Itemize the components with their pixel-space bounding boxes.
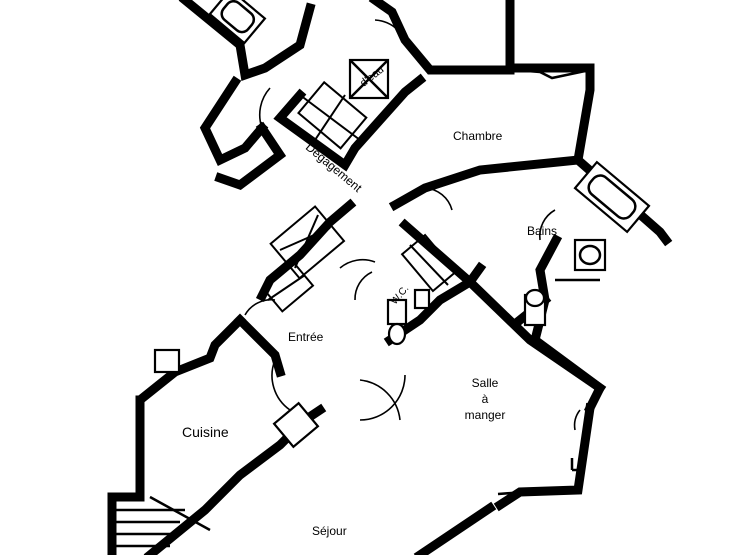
- kitchen-unit: [153, 348, 320, 449]
- doors: [244, 19, 581, 431]
- room-label-entree: Entrée: [288, 330, 324, 344]
- salle-line-3: manger: [464, 408, 506, 422]
- exterior-walls: [107, 0, 673, 555]
- bathtub-bains: [573, 160, 651, 234]
- salle-line-1: Salle: [471, 376, 499, 390]
- room-label-bains: Bains: [527, 224, 558, 238]
- salle-line-2: à: [481, 392, 489, 406]
- shower-salle-deau: [348, 58, 390, 100]
- room-label-salle-a-manger: Salle à manger: [455, 375, 515, 423]
- bathtub-top: [208, 0, 267, 45]
- stairs-sejour: [112, 495, 211, 548]
- wc-toilet: [386, 288, 431, 346]
- cupboard-entree-left: [269, 205, 346, 280]
- room-label-chambre: Chambre: [453, 129, 503, 143]
- room-label-cuisine: Cuisine: [182, 424, 229, 440]
- room-label-sejour: Séjour: [312, 524, 347, 538]
- washbasin-bains: [573, 238, 607, 272]
- cupboard-degagement: [297, 80, 368, 150]
- railing-marks: [497, 68, 591, 496]
- toilet-bains: [523, 288, 547, 327]
- cupboard-wc: [400, 233, 458, 293]
